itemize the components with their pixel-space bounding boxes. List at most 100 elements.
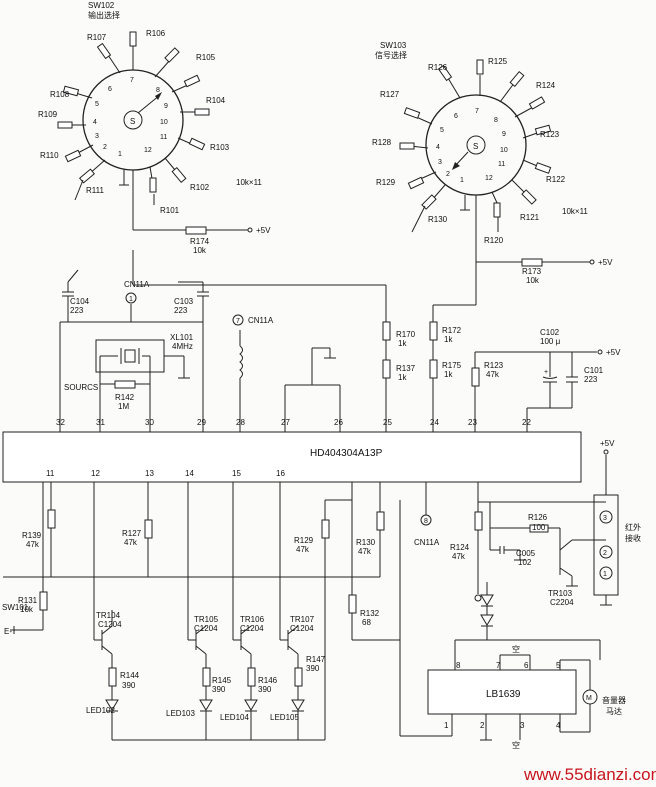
node-8-label: 8 xyxy=(424,518,428,525)
r174-value: 10k xyxy=(193,246,207,255)
label-r109: R109 xyxy=(38,110,58,119)
sw103-pos-4: 4 xyxy=(436,144,440,151)
sw103-pos-2: 2 xyxy=(446,171,450,178)
r172-label: R172 xyxy=(442,326,462,335)
pin-23: 23 xyxy=(468,418,477,427)
r170-value: 1k xyxy=(398,339,407,348)
sw102-resistor-spokes xyxy=(57,31,210,205)
r132-label: R132 xyxy=(360,609,380,618)
sw103-resistor-spokes xyxy=(399,59,552,233)
label-r105: R105 xyxy=(196,53,216,62)
mcu-hd404304a13p: HD404304A13P 32 31 30 29 28 27 26 25 24 … xyxy=(2,418,582,483)
sw103-position-numbers: 1 2 3 4 5 6 7 8 9 10 11 12 xyxy=(436,108,508,184)
label-r127: R127 xyxy=(380,90,400,99)
node-7-label: 7 xyxy=(236,318,240,325)
c102-value: 100 μ xyxy=(540,337,561,346)
pin-13: 13 xyxy=(145,469,154,478)
ic-top-wiring: 1 CN11A C104 223 C103 223 XL101 4MHz SOU… xyxy=(59,250,621,432)
ir-pin-2: 2 xyxy=(603,550,607,557)
r130-label: R130 xyxy=(356,538,376,547)
sw103-pos-8: 8 xyxy=(494,117,498,124)
sw102-pos-11: 11 xyxy=(160,134,167,141)
sw102-pos-12: 12 xyxy=(144,147,152,154)
r146-value: 390 xyxy=(258,685,272,694)
sw102-common-label: S xyxy=(130,117,135,126)
ir-receiver-label-2: 接收 xyxy=(625,533,641,543)
sw103-pos-3: 3 xyxy=(438,159,442,166)
tr103-label: TR103 xyxy=(548,589,573,598)
r139-value: 47k xyxy=(26,540,40,549)
motor-symbol: M xyxy=(586,695,592,702)
c101-value: 223 xyxy=(584,375,598,384)
lb1639-pin-2: 2 xyxy=(480,721,485,730)
pin-29: 29 xyxy=(197,418,206,427)
tr104-part: C1204 xyxy=(98,620,122,629)
r174-resistor: +5V R174 10k xyxy=(132,170,271,255)
label-r108: R108 xyxy=(50,90,70,99)
label-r124: R124 xyxy=(536,81,556,90)
sw103-pos-10: 10 xyxy=(500,147,508,154)
pin-26: 26 xyxy=(334,418,343,427)
supply-5v-ir-label: +5V xyxy=(600,439,615,448)
tr104-label: TR104 xyxy=(96,611,121,620)
tr107-label: TR107 xyxy=(290,615,315,624)
r173-label: R173 xyxy=(522,267,542,276)
pin-25: 25 xyxy=(383,418,392,427)
sw102-pos-1: 1 xyxy=(118,151,122,158)
r147-value: 390 xyxy=(306,664,320,673)
c101-label: C101 xyxy=(584,366,604,375)
r124-label: R124 xyxy=(450,543,470,552)
label-r107: R107 xyxy=(87,33,107,42)
c104-value: 223 xyxy=(70,306,84,315)
ic-bottom-pins: 11 12 13 14 15 16 xyxy=(46,469,285,478)
lb1639-motor-driver: LB1639 8 7 6 5 1 2 3 4 空 空 M 音量器 马达 xyxy=(352,500,626,750)
r170-label: R170 xyxy=(396,330,416,339)
sw103-rotary-switch: SW103 信号选择 S 1 2 3 4 5 6 7 8 9 10 11 12 xyxy=(372,41,588,245)
r127-label: R127 xyxy=(122,529,142,538)
r174-label: R174 xyxy=(190,237,210,246)
r145-label: R145 xyxy=(212,676,232,685)
r142-label: R142 xyxy=(115,393,135,402)
lb1639-pins: 8 7 6 5 1 2 3 4 xyxy=(444,661,561,730)
sw102-pos-7: 7 xyxy=(130,77,134,84)
pin-16: 16 xyxy=(276,469,285,478)
lb1639-pin-8: 8 xyxy=(456,661,461,670)
sw103-pos-12: 12 xyxy=(485,175,493,182)
pin-24: 24 xyxy=(430,418,439,427)
sw101-terminal-label: E- xyxy=(4,627,12,636)
label-r130: R130 xyxy=(428,215,448,224)
r173-resistor: +5V R173 10k xyxy=(475,195,613,285)
r144-value: 390 xyxy=(122,681,136,690)
lb1639-pin-7: 7 xyxy=(496,661,501,670)
r123-label: R123 xyxy=(484,361,504,370)
supply-5v-right-label: +5V xyxy=(606,348,621,357)
tr106-label: TR106 xyxy=(240,615,265,624)
r129-label: R129 xyxy=(294,536,314,545)
label-r125: R125 xyxy=(488,57,508,66)
pin-14: 14 xyxy=(185,469,194,478)
pin-28: 28 xyxy=(236,418,245,427)
sw103-pos-5: 5 xyxy=(440,127,444,134)
r127-value: 47k xyxy=(124,538,138,547)
sw102-pos-9: 9 xyxy=(164,103,168,110)
led105-label: LED105 xyxy=(270,713,299,722)
tr107-part: C1204 xyxy=(290,624,314,633)
label-r104: R104 xyxy=(206,96,226,105)
ir-pin-3: 3 xyxy=(603,515,607,522)
motor-label-2: 马达 xyxy=(606,706,622,716)
pin-15: 15 xyxy=(232,469,241,478)
sw102-pos-3: 3 xyxy=(95,133,99,140)
lb1639-nc-top: 空 xyxy=(512,644,520,654)
label-r102: R102 xyxy=(190,183,210,192)
pin-32: 32 xyxy=(56,418,65,427)
pin-27: 27 xyxy=(281,418,290,427)
lb1639-pin-6: 6 xyxy=(524,661,529,670)
tr105-label: TR105 xyxy=(194,615,219,624)
ir-receiver-label: 红外 xyxy=(625,522,641,532)
sw102-pos-4: 4 xyxy=(93,119,97,126)
label-r111: R111 xyxy=(86,186,104,195)
c102-polarity: + xyxy=(544,369,548,376)
r131-value: 10k xyxy=(20,605,34,614)
